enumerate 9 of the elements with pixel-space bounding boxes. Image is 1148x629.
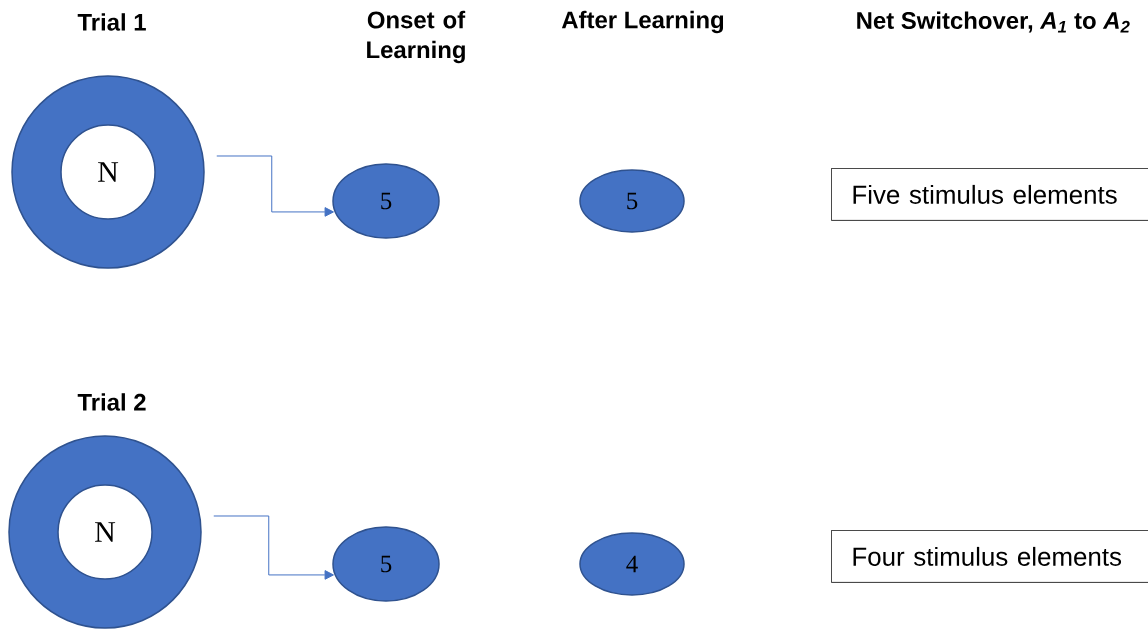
elbow-arrow [213,515,334,580]
heading: Trial 1 [77,13,146,31]
text-box: Four stimulus elements [831,530,1148,583]
heading: Onset of Learning [367,10,466,64]
heading: Trial 2 [77,393,146,411]
heading: After Learning [561,10,724,34]
elbow-arrow [216,155,334,217]
text-box: Five stimulus elements [831,168,1148,221]
heading: Net Switchover, A$_{1}$ to A$_{2}$ [857,11,1130,33]
